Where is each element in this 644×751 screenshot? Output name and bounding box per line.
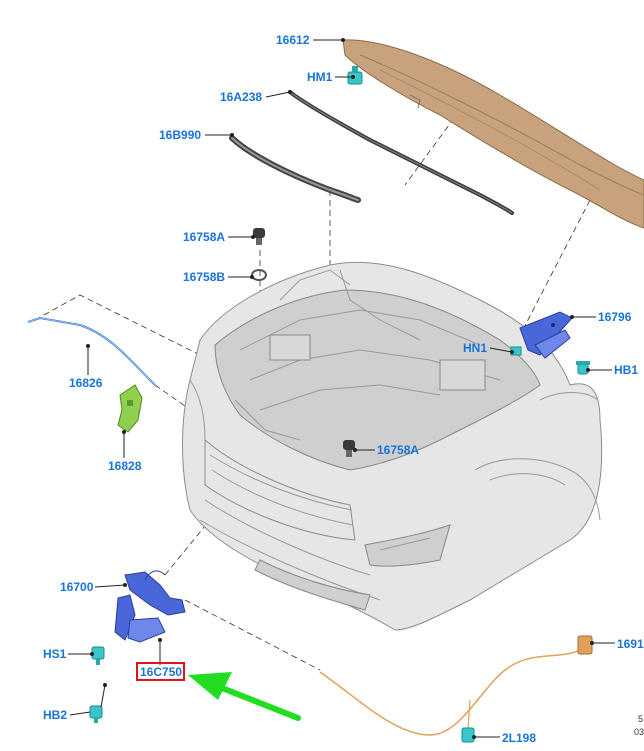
callout-1691[interactable]: 1691 — [617, 637, 644, 651]
callout-16828[interactable]: 16828 — [108, 459, 142, 473]
callout-16612[interactable]: 16612 — [276, 33, 310, 47]
hood-release-cable[interactable] — [319, 635, 593, 736]
callout-hb2[interactable]: HB2 — [43, 708, 67, 722]
callout-2l198[interactable]: 2L198 — [502, 731, 536, 745]
callout-hn1[interactable]: HN1 — [463, 341, 487, 355]
callout-16a238[interactable]: 16A238 — [220, 90, 262, 104]
callout-16758a-top[interactable]: 16758A — [183, 230, 225, 244]
hood-seal-16a238[interactable] — [288, 90, 514, 215]
hm1-fastener[interactable] — [347, 66, 363, 85]
callout-hb1[interactable]: HB1 — [614, 363, 638, 377]
hb2-bolt[interactable] — [89, 705, 103, 723]
callout-16758a-mid[interactable]: 16758A — [377, 443, 419, 457]
hs1-screw[interactable] — [91, 646, 105, 665]
callout-16700[interactable]: 16700 — [60, 580, 94, 594]
callout-16826[interactable]: 16826 — [69, 376, 103, 390]
callout-hm1[interactable]: HM1 — [307, 70, 333, 84]
hood-hinge-16796[interactable] — [519, 311, 573, 359]
cable-clip-2l198[interactable] — [461, 727, 475, 743]
hood-bumper-16758a-top[interactable] — [253, 228, 265, 245]
callout-labels: 16612 HM1 16A238 16B990 16758A 16758B 16… — [43, 33, 644, 745]
leader-lines — [68, 38, 615, 739]
hood-seal-16b990[interactable] — [229, 135, 361, 203]
grommet-16758b[interactable] — [251, 269, 267, 281]
callout-16758b[interactable]: 16758B — [183, 270, 225, 284]
prop-rod-bracket-16828[interactable] — [117, 384, 143, 433]
pointer-arrow — [188, 672, 301, 721]
footer-line-1: 5 — [638, 714, 643, 724]
footer-line-2: 03 — [634, 727, 644, 737]
hood-latch-16700[interactable] — [114, 570, 186, 643]
callout-16796[interactable]: 16796 — [598, 310, 632, 324]
callout-16b990[interactable]: 16B990 — [159, 128, 201, 142]
callout-16c750[interactable]: 16C750 — [140, 665, 182, 679]
hood-panel[interactable] — [342, 39, 644, 229]
callout-hs1[interactable]: HS1 — [43, 647, 67, 661]
vehicle-front-body — [182, 261, 603, 631]
hood-prop-rod-16826[interactable] — [27, 316, 157, 387]
highlight-box — [136, 662, 185, 681]
hood-bumper-16758a-mid[interactable] — [343, 440, 355, 457]
hb1-bolt[interactable] — [576, 361, 590, 375]
